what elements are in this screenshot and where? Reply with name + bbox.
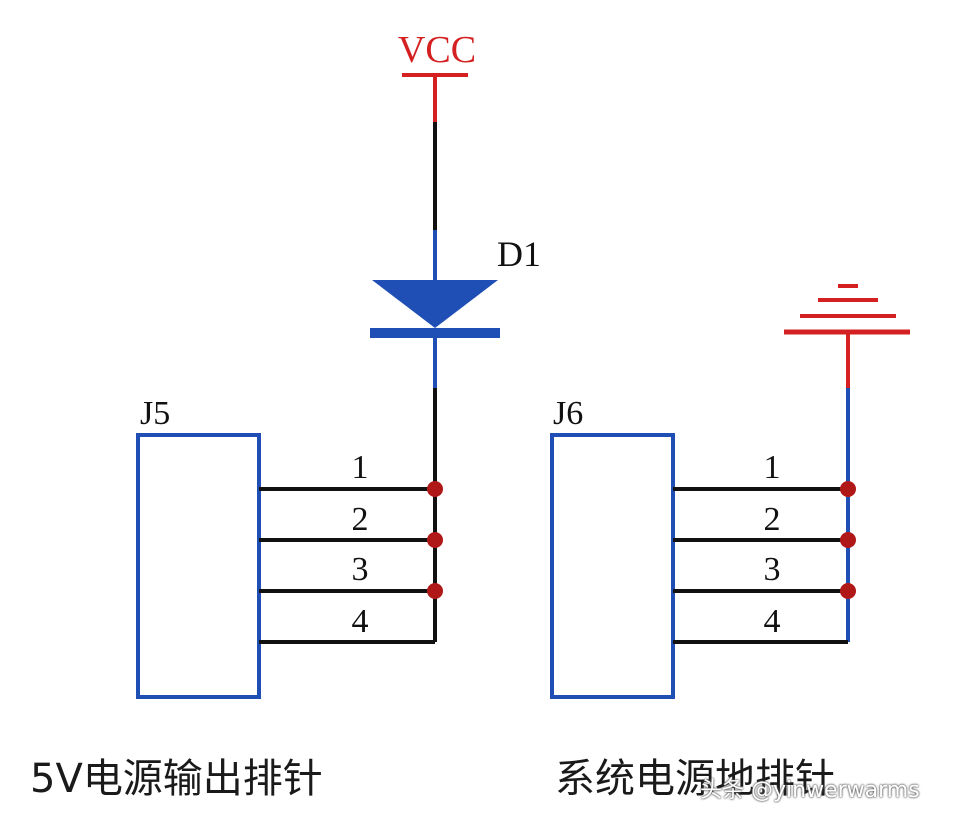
ground-symbol bbox=[784, 284, 910, 388]
junction-dot bbox=[427, 583, 443, 599]
j5-pin-number: 4 bbox=[352, 603, 369, 640]
vcc-label: VCC bbox=[398, 29, 476, 71]
caption-right: 系统电源地排针 bbox=[555, 756, 835, 802]
watermark: 头条 @yinwerwarms bbox=[700, 778, 920, 803]
junction-dot bbox=[427, 481, 443, 497]
junction-dot bbox=[427, 532, 443, 548]
j6-pin-number: 4 bbox=[764, 603, 781, 640]
caption-left: 5V电源输出排针 bbox=[30, 756, 323, 802]
j6-label: J6 bbox=[553, 395, 583, 432]
diode-d1 bbox=[370, 230, 500, 388]
j5-label: J5 bbox=[140, 395, 170, 432]
j6-pin-number: 3 bbox=[764, 551, 781, 588]
junction-dot bbox=[840, 532, 856, 548]
j5-pin-number: 3 bbox=[352, 551, 369, 588]
j5-body bbox=[136, 433, 261, 699]
j6-pin-number: 2 bbox=[764, 501, 781, 538]
j5-pin-number: 2 bbox=[352, 501, 369, 538]
diode-triangle bbox=[372, 280, 498, 328]
diode-label: D1 bbox=[497, 234, 541, 274]
diode-cathode-bar bbox=[370, 328, 500, 338]
j5-pin-number: 1 bbox=[352, 449, 369, 486]
junction-dot bbox=[840, 481, 856, 497]
j6-pin-number: 1 bbox=[764, 449, 781, 486]
j6-body bbox=[550, 433, 675, 699]
junction-dot bbox=[840, 583, 856, 599]
